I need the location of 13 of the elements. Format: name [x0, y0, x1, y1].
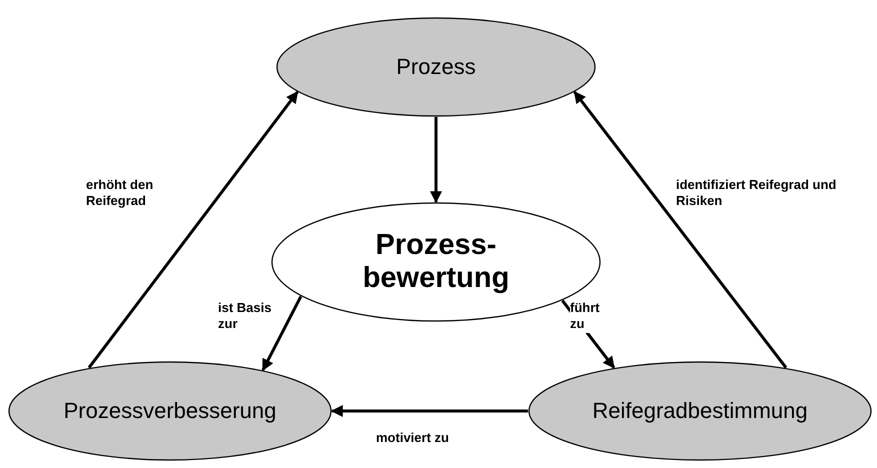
arrow [430, 117, 442, 204]
node-label: Prozess- bewertung [362, 228, 510, 296]
node-label: Reifegradbestimmung [592, 398, 808, 424]
node-label: Prozess [396, 54, 476, 80]
arrow [330, 405, 528, 417]
ellipse-node [271, 202, 601, 322]
ellipse-node [528, 361, 872, 461]
arrow [88, 91, 299, 369]
arrow [262, 296, 302, 372]
node-label: Prozessverbesserung [64, 398, 276, 424]
ellipse-node [276, 17, 596, 117]
ellipse-node [8, 361, 332, 461]
arrow [573, 91, 788, 369]
